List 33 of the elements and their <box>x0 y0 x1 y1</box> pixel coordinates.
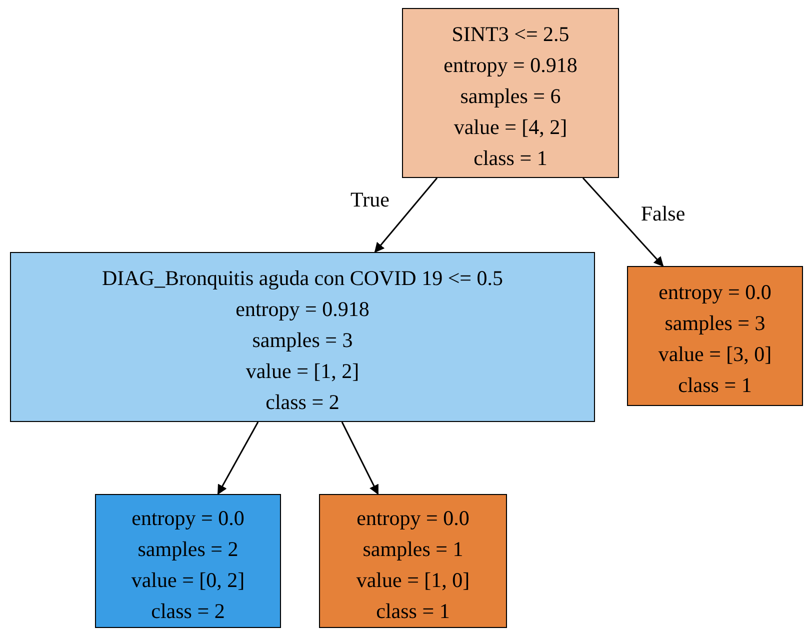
arrow <box>374 178 438 253</box>
node-text: SINT3 <= 2.5 <box>452 21 570 48</box>
node-text: value = [3, 0] <box>658 341 772 368</box>
node-text: class = 1 <box>474 145 548 172</box>
node-text: entropy = 0.918 <box>444 52 578 79</box>
node-text: value = [1, 2] <box>246 358 360 385</box>
tree-node-box <box>402 8 619 178</box>
node-text: entropy = 0.918 <box>236 296 370 323</box>
node-text: value = [1, 0] <box>356 567 470 594</box>
arrow <box>582 178 664 267</box>
node-text: class = 2 <box>266 389 340 416</box>
node-text: samples = 2 <box>138 536 238 563</box>
tree-node-box <box>10 252 595 422</box>
node-text: samples = 3 <box>252 327 353 354</box>
tree-node-box <box>627 266 803 406</box>
node-text: samples = 3 <box>664 310 766 337</box>
node-text: class = 1 <box>678 372 752 399</box>
node-text: samples = 1 <box>362 536 464 563</box>
edge-label: True <box>350 190 390 210</box>
tree-node-box <box>95 494 281 628</box>
arrow <box>341 422 379 495</box>
arrow <box>217 422 259 495</box>
node-text: value = [0, 2] <box>131 567 245 594</box>
node-text: value = [4, 2] <box>454 114 568 141</box>
node-text: class = 1 <box>376 598 450 625</box>
tree-node-box <box>319 494 507 628</box>
node-text: entropy = 0.0 <box>658 279 772 306</box>
node-text: entropy = 0.0 <box>132 505 244 532</box>
node-text: class = 2 <box>151 598 225 625</box>
edge-label: False <box>640 204 686 224</box>
node-text: DIAG_Bronquitis aguda con COVID 19 <= 0.5 <box>102 265 504 292</box>
node-text: entropy = 0.0 <box>356 505 470 532</box>
node-text: samples = 6 <box>460 83 561 110</box>
